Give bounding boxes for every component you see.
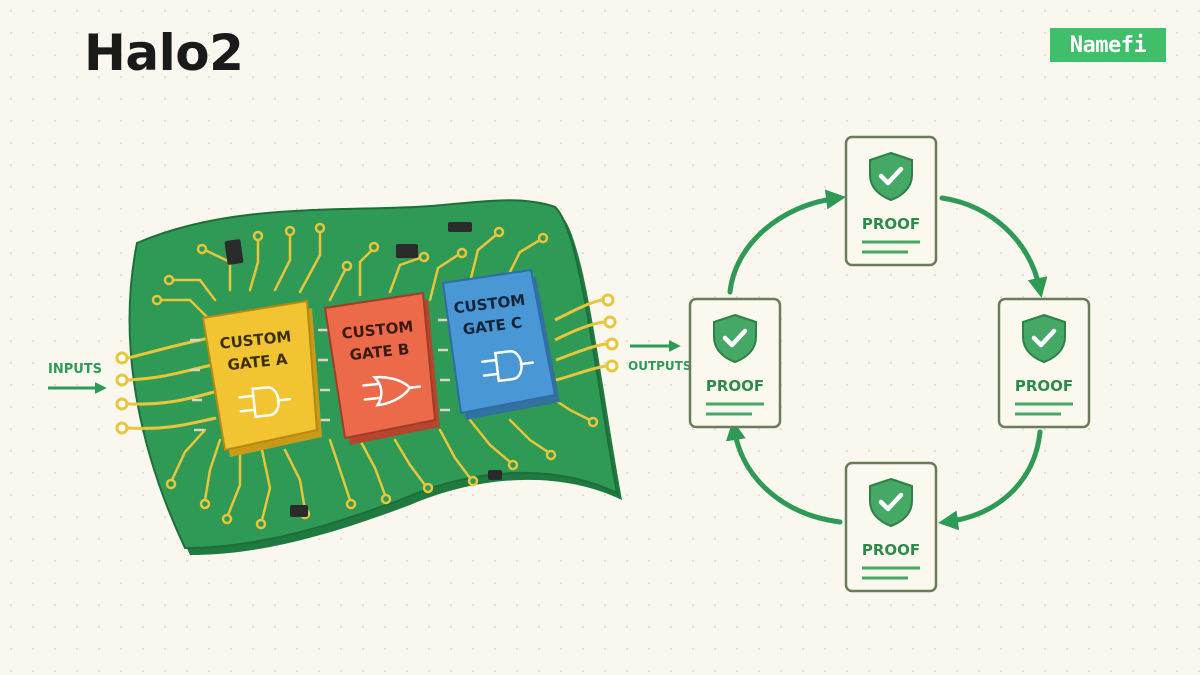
namefi-logo: Namefi [1050,28,1166,62]
custom-gate-c: CUSTOM GATE C [441,268,560,420]
proof-label: PROOF [862,541,920,559]
custom-gate-b: CUSTOM GATE B [323,291,450,445]
and-gate-icon [481,350,535,383]
proof-card-top: PROOF [844,135,938,267]
and-gate-icon [238,386,292,419]
proof-card-right: PROOF [997,297,1091,429]
board-components [224,222,502,517]
board-traces [158,230,592,522]
page-title: Halo2 [84,24,244,82]
inputs-label: INPUTS [48,362,102,377]
outputs-label: OUTPUTS [628,359,692,373]
output-pins [601,293,619,373]
custom-gate-a: CUSTOM GATE A [190,299,330,457]
board-pads [151,222,599,530]
proof-card-left: PROOF [688,297,782,429]
proof-label: PROOF [862,215,920,233]
proof-label: PROOF [706,377,764,395]
input-pins [115,351,129,435]
input-traces [127,336,217,430]
proof-label: PROOF [1015,377,1073,395]
proof-card-bottom: PROOF [844,461,938,593]
output-traces [554,298,607,382]
proof-cycle-arrows [725,189,1048,531]
or-gate-icon [362,375,422,407]
